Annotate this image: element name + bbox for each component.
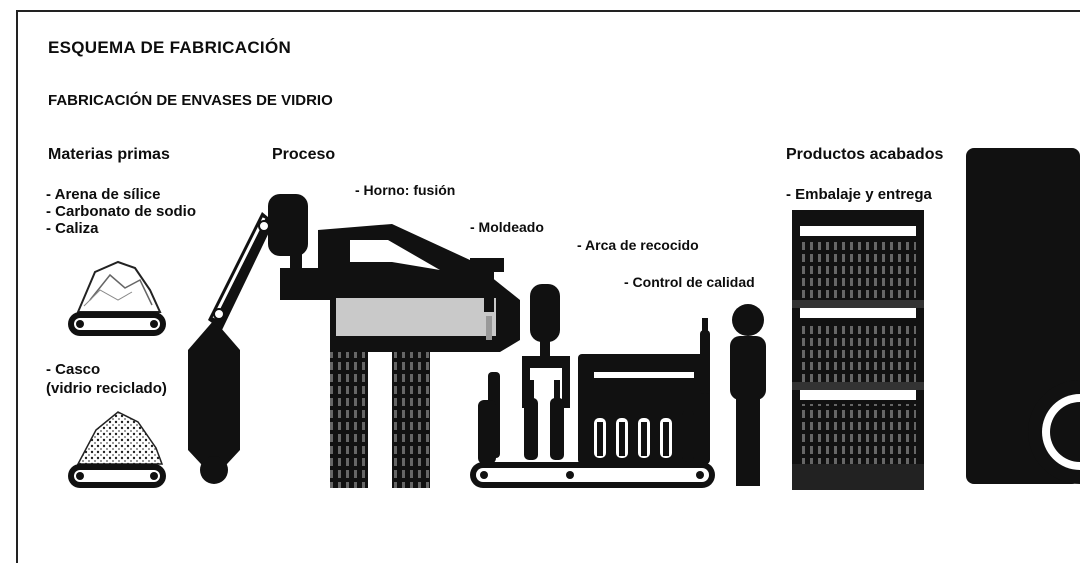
step-furnace-label: - Horno: fusión — [355, 182, 456, 198]
process-heading: Proceso — [272, 146, 336, 163]
annealing-lehr — [578, 354, 710, 464]
finished-product-pallets — [792, 210, 924, 490]
raw-material-silica: - Arena de sílice — [46, 186, 161, 203]
diagram-frame — [16, 10, 1080, 563]
conveyor-belt-1 — [68, 312, 166, 336]
raw-material-limestone: - Caliza — [46, 220, 99, 237]
bottle-row-1 — [524, 380, 564, 460]
cullet-label: - Casco — [46, 361, 101, 378]
step-molding-label: - Moldeado — [470, 219, 544, 235]
raw-material-soda: - Carbonato de sodio — [46, 203, 196, 220]
molding-machine — [478, 284, 570, 464]
diagram-title: ESQUEMA DE FABRICACIÓN — [48, 38, 292, 57]
finished-products-heading: Productos acabados — [786, 146, 944, 163]
step-quality-label: - Control de calidad — [624, 274, 755, 290]
raw-material-pile — [76, 260, 162, 313]
step-annealing-label: - Arca de recocido — [577, 237, 699, 253]
conveyor-belt-3 — [470, 462, 715, 488]
batch-elevator — [188, 194, 308, 484]
cullet-sublabel: (vidrio reciclado) — [46, 380, 167, 397]
conveyor-belt-2 — [68, 464, 166, 488]
furnace — [280, 224, 520, 488]
cullet-pile — [76, 411, 164, 465]
quality-inspector-figure — [700, 304, 766, 486]
delivery-truck — [966, 148, 1080, 484]
finished-packaging-label: - Embalaje y entrega — [786, 186, 932, 203]
diagram-subtitle: FABRICACIÓN DE ENVASES DE VIDRIO — [48, 92, 333, 109]
raw-materials-heading: Materias primas — [48, 146, 170, 163]
